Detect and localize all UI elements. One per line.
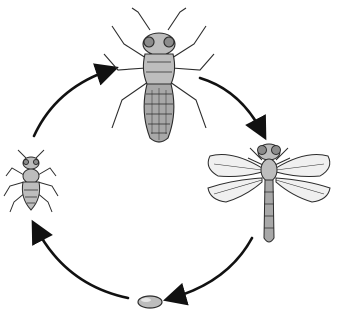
arrow-small-nymph-to-large-nymph bbox=[34, 70, 110, 136]
wing-upper-right bbox=[276, 155, 330, 177]
large-nymph-icon bbox=[104, 8, 214, 142]
wing-upper-left bbox=[208, 155, 262, 177]
dragonfly-icon bbox=[208, 144, 330, 242]
arrow-egg-to-small-nymph bbox=[36, 228, 128, 298]
arrow-adult-to-egg bbox=[172, 238, 252, 298]
arrow-large-nymph-to-adult bbox=[200, 78, 262, 132]
small-nymph-icon bbox=[4, 150, 58, 212]
wing-lower-left bbox=[208, 178, 262, 202]
egg-icon bbox=[138, 296, 162, 308]
wing-lower-right bbox=[276, 178, 330, 202]
